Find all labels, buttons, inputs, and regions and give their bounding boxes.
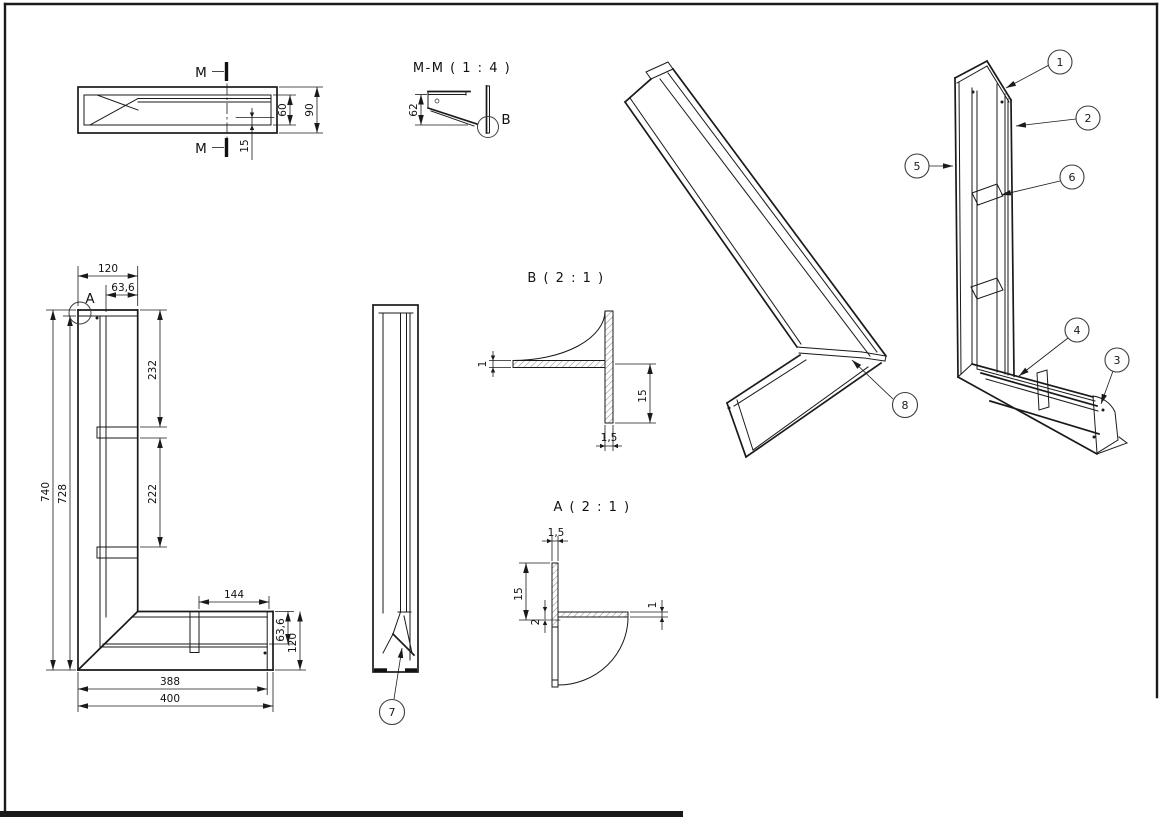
- dim-740: 740: [40, 309, 76, 671]
- svg-text:5: 5: [914, 160, 921, 173]
- dim-388: 388: [77, 672, 268, 695]
- detail-circle-b: [477, 116, 499, 138]
- svg-text:7: 7: [389, 706, 396, 719]
- dim-120-top: 120: [77, 263, 139, 306]
- svg-text:232: 232: [147, 360, 159, 380]
- balloon-4-leader: [1018, 337, 1069, 377]
- iso-cleat-lower: [970, 277, 1004, 300]
- dim-232: 232: [140, 309, 167, 428]
- dim-a-1: 1: [630, 600, 668, 630]
- side-view: 7: [372, 304, 419, 726]
- detail-view-a: A ( 2 : 1 ) 1,5 15: [513, 500, 668, 688]
- balloon-1-leader: [1005, 64, 1050, 89]
- section-mark-bottom: M: [195, 138, 229, 157]
- dim-60: 60: [273, 94, 296, 126]
- dim-728: 728: [57, 315, 76, 670]
- balloon-4: 4: [1064, 317, 1090, 343]
- balloon-8-leader: [851, 359, 894, 400]
- dim-120-bottom: 120: [275, 611, 306, 671]
- svg-text:388: 388: [160, 676, 180, 688]
- detail-label-a: A: [85, 291, 95, 307]
- svg-text:1,5: 1,5: [601, 432, 618, 444]
- svg-text:15: 15: [513, 587, 525, 600]
- svg-text:6: 6: [1069, 171, 1076, 184]
- svg-text:2: 2: [1085, 112, 1092, 125]
- dim-a-1-5: 1,5: [542, 527, 568, 561]
- iso-view-rear: 8: [623, 61, 919, 459]
- svg-text:63,6: 63,6: [111, 282, 135, 294]
- svg-text:120: 120: [287, 633, 299, 653]
- svg-text:728: 728: [57, 484, 69, 504]
- svg-text:120: 120: [98, 263, 118, 275]
- svg-text:60: 60: [277, 103, 289, 116]
- dim-a-15: 15: [513, 562, 550, 621]
- top-view: M M 60 90 15: [77, 62, 323, 160]
- balloon-1: 1: [1047, 49, 1073, 75]
- dim-63-6-top: 63,6: [105, 282, 138, 312]
- cleat-lower: [96, 546, 139, 559]
- dim-b-1: 1: [477, 351, 511, 377]
- svg-text:144: 144: [224, 589, 244, 601]
- svg-text:15: 15: [637, 389, 649, 402]
- detail-circle-a: [68, 301, 92, 325]
- section-label-m-top: M: [195, 65, 207, 81]
- svg-text:1: 1: [477, 361, 489, 368]
- cleat-arm: [189, 611, 200, 653]
- detail-b-title: B ( 2 : 1 ): [527, 271, 604, 286]
- balloon-2-leader: [1015, 118, 1077, 128]
- section-label-m-bottom: M: [195, 141, 207, 157]
- iso-cleat-upper: [971, 183, 1004, 206]
- svg-text:3: 3: [1114, 354, 1121, 367]
- dim-144: 144: [198, 589, 270, 609]
- svg-text:1,5: 1,5: [548, 527, 565, 539]
- svg-text:63,6: 63,6: [275, 618, 287, 642]
- svg-text:90: 90: [304, 103, 316, 116]
- svg-text:1: 1: [1057, 56, 1064, 69]
- balloon-3: 3: [1104, 347, 1130, 373]
- dim-62: 62: [408, 94, 468, 126]
- balloon-6-leader: [1000, 180, 1061, 196]
- svg-text:400: 400: [160, 693, 180, 705]
- svg-text:62: 62: [408, 103, 420, 116]
- dim-63-6-bottom: 63,6: [269, 611, 294, 645]
- balloon-7: 7: [378, 698, 406, 726]
- dim-b-1-5: 1,5: [596, 425, 622, 451]
- section-mm-title: M-M ( 1 : 4 ): [413, 61, 511, 76]
- balloon-8: 8: [891, 391, 919, 419]
- cleat-upper: [96, 426, 139, 439]
- dim-b-15: 15: [615, 363, 656, 424]
- balloon-2: 2: [1075, 105, 1101, 131]
- front-view: A 120 63,6 232 222: [40, 263, 306, 712]
- dim-90: 90: [279, 86, 323, 134]
- svg-text:4: 4: [1074, 324, 1081, 337]
- svg-text:15: 15: [239, 139, 251, 152]
- dim-222: 222: [140, 437, 167, 548]
- dim-15: 15: [239, 108, 255, 160]
- svg-text:2: 2: [530, 619, 542, 626]
- frame-bottom-border: [0, 811, 683, 817]
- svg-text:8: 8: [902, 399, 909, 412]
- balloon-5: 5: [904, 153, 930, 179]
- balloon-6: 6: [1059, 164, 1085, 190]
- dim-400: 400: [77, 672, 274, 712]
- iso-view-front: 1 2 5 6 4 3: [904, 49, 1130, 456]
- dim-a-2: 2: [530, 600, 548, 633]
- svg-text:740: 740: [40, 482, 52, 502]
- iso-cleat-arm: [1036, 369, 1050, 411]
- balloon-7-leader: [393, 647, 404, 700]
- svg-text:1: 1: [647, 602, 659, 609]
- balloon-3-leader: [1100, 370, 1114, 405]
- detail-view-b: B ( 2 : 1 ) 15 1,5: [477, 271, 656, 451]
- section-view-mm: M-M ( 1 : 4 ) 62 B: [408, 61, 511, 138]
- svg-text:222: 222: [147, 484, 159, 504]
- detail-a-title: A ( 2 : 1 ): [553, 500, 630, 515]
- detail-label-b: B: [501, 112, 510, 128]
- section-mark-top: M: [195, 62, 229, 81]
